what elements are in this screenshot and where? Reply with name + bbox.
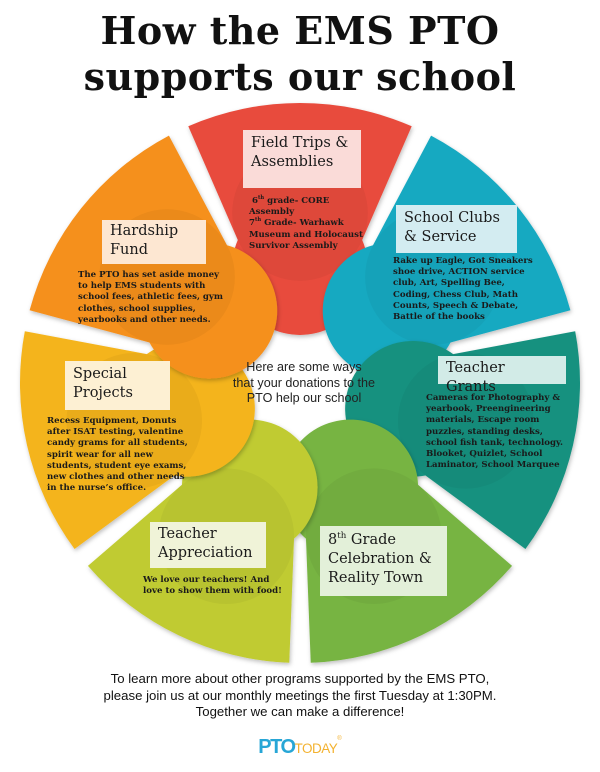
- school-clubs-body-line: Battle of the books: [393, 312, 485, 323]
- hardship-fund-body-line: clothes, school supplies,: [78, 303, 196, 314]
- teacher-grants-body-line: Blooket, Quizlet, School: [426, 449, 543, 460]
- footer-line-1: To learn more about other programs suppo…: [110, 671, 490, 686]
- field-trips-body-line: Survivor Assembly: [249, 240, 338, 251]
- field-trips-body-line: Museum and Holocaust: [249, 229, 363, 240]
- special-projects-body-line: in the nurse’s office.: [47, 483, 147, 494]
- hardship-fund-title-line-2: Fund: [110, 242, 149, 258]
- center-text-line-2: that your donations to the: [232, 375, 376, 390]
- hardship-fund-body: The PTO has set aside money to help EMS …: [78, 270, 238, 326]
- hardship-fund-title-line-1: Hardship: [110, 223, 179, 239]
- field-trips-body-line: 6th grade- CORE: [252, 195, 330, 206]
- pto-today-logo: PTOTODAY®: [0, 736, 600, 759]
- page-title: How the EMS PTO supports our school: [0, 8, 600, 100]
- teacher-appreciation-title-line-2: Appreciation: [158, 545, 253, 561]
- school-clubs-body-line: Counts, Speech & Debate,: [393, 300, 519, 311]
- teacher-grants-title: Teacher Grants: [446, 360, 505, 395]
- eighth-grade-title-line-2: Celebration &: [328, 551, 432, 567]
- school-clubs-body-line: club, Art, Spelling Bee,: [393, 278, 505, 289]
- school-clubs-label: School Clubs & Service: [396, 205, 517, 253]
- center-text-line-3: PTO help our school: [246, 391, 362, 405]
- hardship-fund-body-line: school fees, athletic fees, gym: [78, 292, 224, 303]
- teacher-grants-body-line: yearbook, Preengineering: [426, 404, 551, 415]
- field-trips-label: Field Trips & Assemblies: [243, 130, 361, 188]
- special-projects-title-line-2: Projects: [73, 385, 133, 401]
- title-line-2: supports our school: [83, 54, 517, 99]
- teacher-appreciation-label: Teacher Appreciation: [150, 522, 266, 568]
- teacher-appreciation-body-line: love to show them with food!: [143, 586, 282, 597]
- eighth-grade-title-line-3: Reality Town: [328, 570, 424, 586]
- special-projects-body-line: candy grams for all students,: [47, 438, 188, 449]
- school-clubs-body: Rake up Eagle, Got Sneakers shoe drive, …: [393, 256, 553, 323]
- school-clubs-body-line: Coding, Chess Club, Math: [393, 289, 518, 300]
- special-projects-body-line: spirit wear for all new: [47, 449, 153, 460]
- teacher-grants-label: Teacher Grants: [438, 356, 566, 395]
- hardship-fund-body-line: The PTO has set aside money: [78, 270, 220, 280]
- center-text: Here are some ways that your donations t…: [218, 360, 390, 407]
- teacher-grants-body-line: materials, Escape room: [426, 415, 540, 426]
- special-projects-body-line: after ISAT testing, valentine: [47, 427, 184, 438]
- hardship-fund-body-line: to help EMS students with: [78, 281, 206, 292]
- school-clubs-body-line: shoe drive, ACTION service: [393, 267, 525, 278]
- teacher-grants-body-line: puzzles, standing desks,: [426, 426, 543, 437]
- logo-trademark: ®: [337, 736, 342, 742]
- special-projects-title-line-1: Special: [73, 366, 127, 382]
- field-trips-body-line: 7th Grade- Warhawk: [249, 217, 344, 229]
- logo-pto: PTO: [258, 736, 296, 758]
- field-trips-title-line-1: Field Trips &: [251, 135, 349, 151]
- special-projects-label: Special Projects: [65, 361, 170, 410]
- special-projects-body-line: students, student eye exams,: [47, 460, 187, 471]
- center-text-line-1: Here are some ways: [246, 360, 362, 374]
- teacher-grants-petal-inner-shade: [397, 353, 534, 489]
- special-projects-body-line: Recess Equipment, Donuts: [47, 416, 177, 426]
- title-line-1: How the EMS PTO: [100, 8, 500, 53]
- logo-today: TODAY: [294, 741, 338, 756]
- hardship-fund-label: Hardship Fund: [102, 220, 206, 264]
- teacher-appreciation-body: We love our teachers! And love to show t…: [143, 575, 293, 597]
- eighth-grade-label: 8th Grade Celebration & Reality Town: [320, 526, 447, 596]
- school-clubs-title-line-2: & Service: [404, 229, 477, 245]
- school-clubs-body-line: Rake up Eagle, Got Sneakers: [393, 256, 533, 266]
- teacher-grants-petal: [345, 331, 580, 550]
- eighth-grade-title-line-1: 8th Grade: [328, 531, 396, 548]
- special-projects-body-line: new clothes and other needs: [47, 472, 185, 483]
- special-projects-body: Recess Equipment, Donuts after ISAT test…: [47, 416, 207, 494]
- footer-line-3: Together we can make a difference!: [195, 704, 405, 719]
- footer-line-2: please join us at our monthly meetings t…: [103, 687, 497, 703]
- hardship-fund-body-line: yearbooks and other needs.: [78, 314, 211, 325]
- field-trips-title-line-2: Assemblies: [251, 154, 334, 170]
- field-trips-body: 6th grade- CORE Assembly 7th Grade- Warh…: [249, 196, 369, 252]
- teacher-grants-body-line: Cameras for Photography &: [426, 393, 561, 403]
- school-clubs-petal: [322, 135, 571, 379]
- teacher-appreciation-body-line: We love our teachers! And: [143, 575, 270, 585]
- field-trips-body-line: Assembly: [249, 207, 295, 218]
- teacher-grants-body: Cameras for Photography & yearbook, Pree…: [426, 393, 596, 471]
- teacher-appreciation-title-line-1: Teacher: [158, 526, 217, 542]
- teacher-grants-body-line: school fish tank, technology.: [426, 437, 563, 448]
- school-clubs-title-line-1: School Clubs: [404, 210, 500, 226]
- teacher-grants-body-line: Laminator, School Marquee: [426, 460, 560, 471]
- footer-text: To learn more about other programs suppo…: [0, 671, 600, 721]
